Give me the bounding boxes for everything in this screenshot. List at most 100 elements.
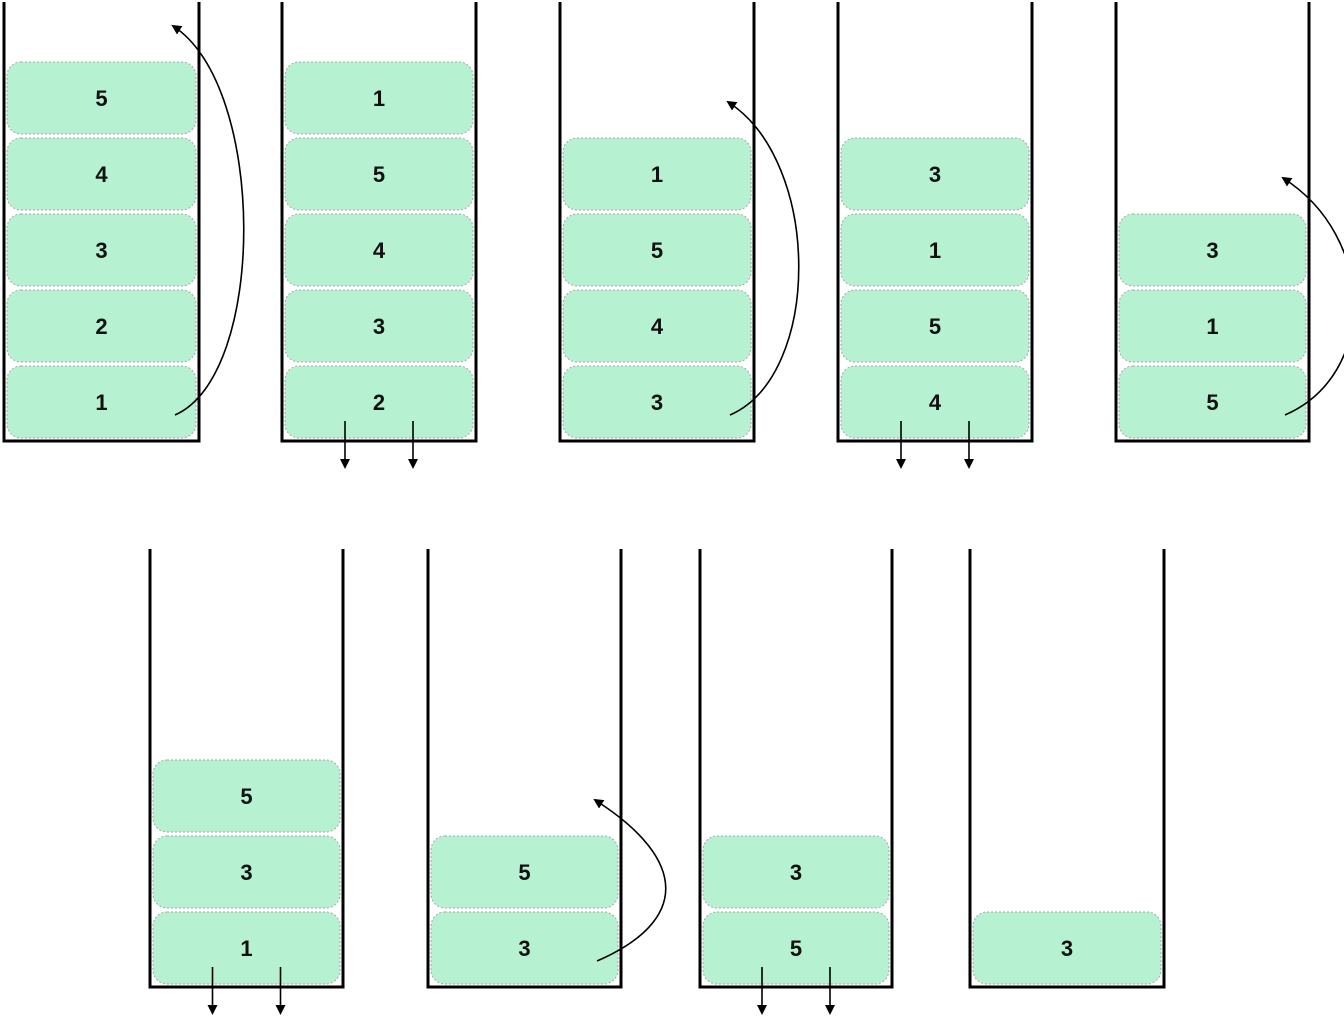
item-label: 3: [651, 390, 663, 415]
stack-item: 4: [562, 289, 752, 363]
rotate-arrow-icon: [593, 798, 667, 962]
rotate-arrow-icon: [1281, 176, 1344, 416]
stack-item: 5: [840, 289, 1030, 363]
item-label: 5: [240, 784, 252, 809]
item-box: [840, 213, 1030, 287]
item-label: 1: [373, 86, 385, 111]
stack-item: 3: [152, 835, 341, 909]
item-box: [6, 213, 197, 287]
stack-item: 4: [6, 137, 197, 211]
stack-item: 5: [562, 213, 752, 287]
item-box: [152, 911, 341, 985]
item-label: 1: [1206, 314, 1218, 339]
item-label: 3: [95, 238, 107, 263]
item-label: 5: [373, 162, 385, 187]
item-label: 3: [240, 860, 252, 885]
item-label: 3: [929, 162, 941, 187]
stack-2: 1 5 4 3 2: [280, 2, 478, 469]
item-label: 4: [651, 314, 664, 339]
item-label: 3: [1061, 936, 1073, 961]
stack-4: 3 1 5 4: [836, 2, 1034, 469]
item-box: [562, 365, 752, 439]
stack-item: 1: [284, 61, 474, 135]
stack-container: [558, 2, 756, 443]
item-box: [6, 137, 197, 211]
item-label: 3: [373, 314, 385, 339]
stack-container: [968, 549, 1166, 989]
item-label: 3: [1206, 238, 1218, 263]
item-box: [6, 61, 197, 135]
stack-item: 2: [6, 289, 197, 363]
item-label: 1: [651, 162, 663, 187]
stack-item: 3: [972, 911, 1162, 985]
item-label: 5: [1206, 390, 1218, 415]
rotate-arrow-icon: [171, 24, 245, 416]
item-box: [562, 289, 752, 363]
item-box: [1118, 289, 1307, 363]
stack-item: 3: [284, 289, 474, 363]
item-label: 4: [929, 390, 942, 415]
item-box: [702, 911, 890, 985]
item-label: 1: [95, 390, 107, 415]
item-box: [284, 289, 474, 363]
item-box: [284, 365, 474, 439]
stack-item: 3: [840, 137, 1030, 211]
stack-8: 35: [698, 549, 894, 1015]
item-box: [1118, 213, 1307, 287]
item-box: [562, 137, 752, 211]
stack-item: 1: [6, 365, 197, 439]
stack-item: 1: [152, 911, 341, 985]
stack-item: 4: [840, 365, 1030, 439]
item-label: 5: [651, 238, 663, 263]
item-box: [972, 911, 1162, 985]
stack-container: [836, 2, 1034, 443]
item-box: [152, 759, 341, 833]
item-box: [1118, 365, 1307, 439]
item-box: [840, 137, 1030, 211]
stack-item: 1: [1118, 289, 1307, 363]
stack-item: 1: [840, 213, 1030, 287]
stack-9: 3: [968, 549, 1166, 989]
stack-container: [148, 549, 345, 989]
stack-item: 5: [430, 835, 619, 909]
item-label: 1: [240, 936, 252, 961]
item-box: [430, 835, 619, 909]
item-box: [840, 365, 1030, 439]
stack-container: [1114, 2, 1311, 443]
stack-item: 2: [284, 365, 474, 439]
item-box: [702, 835, 890, 909]
stack-6: 5 3 1: [148, 549, 345, 1015]
stack-item: 3: [6, 213, 197, 287]
stack-container: [280, 2, 478, 443]
item-box: [430, 911, 619, 985]
item-box: [6, 289, 197, 363]
stack-item: 3: [702, 835, 890, 909]
stack-item: 3: [430, 911, 619, 985]
stack-5: 3 1 5: [1114, 2, 1344, 443]
item-label: 4: [95, 162, 108, 187]
item-box: [284, 213, 474, 287]
item-label: 1: [929, 238, 941, 263]
stack-container: [426, 549, 623, 989]
item-label: 5: [929, 314, 941, 339]
stack-item: 3: [562, 365, 752, 439]
rotate-arrow-icon: [726, 100, 800, 416]
item-box: [6, 365, 197, 439]
stack-item: 4: [284, 213, 474, 287]
item-box: [562, 213, 752, 287]
item-label: 5: [518, 860, 530, 885]
item-label: 2: [373, 390, 385, 415]
stack-container: [2, 2, 201, 443]
stack-item: 5: [6, 61, 197, 135]
stack-item: 3: [1118, 213, 1307, 287]
stack-1: 5 4 3 2 1: [2, 2, 245, 443]
stack-item: 1: [562, 137, 752, 211]
stack-7: 53: [426, 549, 667, 989]
item-box: [840, 289, 1030, 363]
item-label: 2: [95, 314, 107, 339]
item-label: 3: [518, 936, 530, 961]
item-box: [284, 137, 474, 211]
stack-container: [698, 549, 894, 989]
